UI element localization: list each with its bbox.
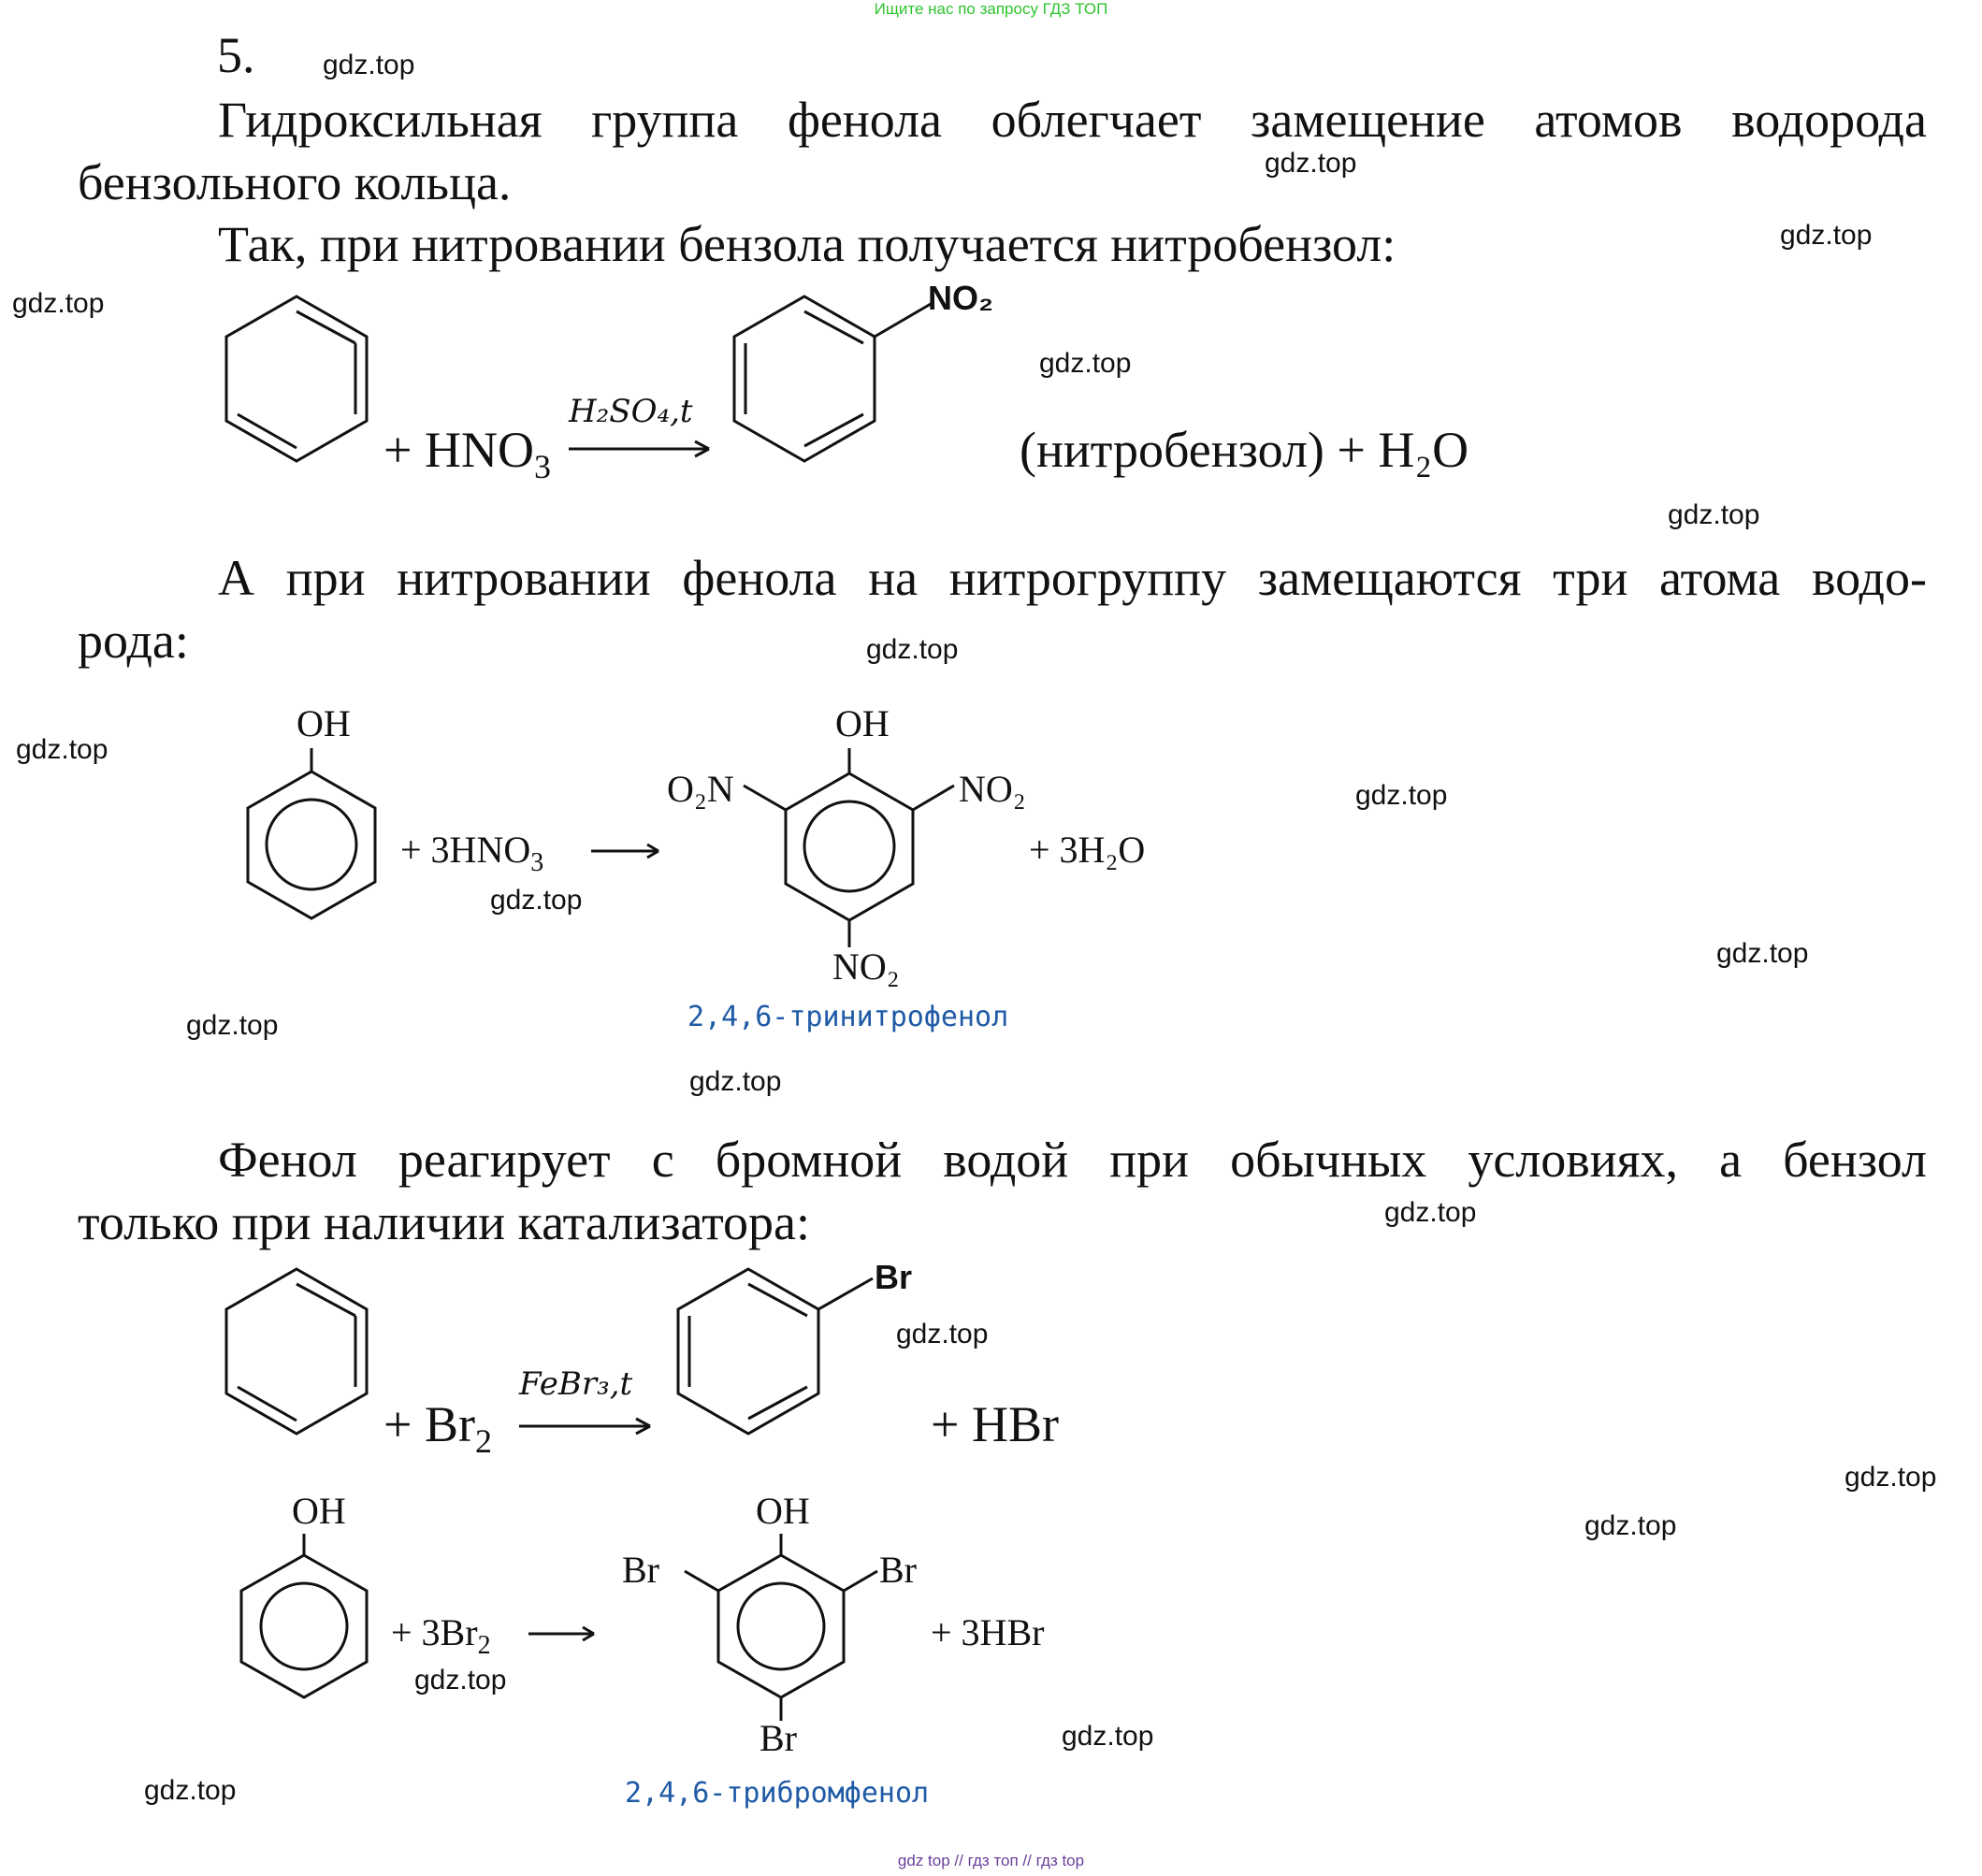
- watermark: gdz.top: [1265, 148, 1357, 179]
- watermark: gdz.top: [1384, 1197, 1477, 1228]
- paragraph-2-text: Так, при нитровании бензола получается н…: [218, 216, 1396, 272]
- phenol-ring-2: [239, 1534, 369, 1699]
- reaction-3-br-group: Br: [875, 1258, 913, 1296]
- reaction-4-reagent: + 3Br2: [391, 1611, 491, 1660]
- tribromophenol-ring: [684, 1534, 878, 1721]
- watermark: gdz.top: [12, 288, 105, 319]
- benzene-ring-1: [224, 295, 369, 463]
- watermark: gdz.top: [186, 1010, 279, 1041]
- reaction-4-phenol-oh: OH: [292, 1490, 346, 1532]
- watermark: gdz.top: [689, 1066, 782, 1097]
- watermark: gdz.top: [1062, 1721, 1154, 1752]
- nitrobenzene-ring: [732, 295, 932, 463]
- benzene-ring-2: [224, 1267, 369, 1436]
- reaction-2-no2-bottom: NO₂: [832, 945, 900, 988]
- reaction-2-tail: + 3H₂O: [1029, 829, 1146, 871]
- paragraph-4-line-2: только при наличии катализатора:: [78, 1194, 810, 1250]
- reaction-1-reagent: + HNO3: [383, 422, 551, 485]
- paragraph-2: Так, при нитровании бензола получается н…: [218, 213, 1396, 276]
- trinitrophenol-ring: [743, 748, 955, 947]
- bottom-banner[interactable]: gdz top // гдз топ // гдз top: [897, 1852, 1085, 1869]
- bromobenzene-ring: [676, 1267, 874, 1436]
- paragraph-1-line-1: Гидроксильная группа фенола облегчает за…: [218, 92, 1927, 148]
- paragraph-1: Гидроксильная группа фенола облегчает за…: [78, 89, 1927, 214]
- watermark: gdz.top: [866, 634, 959, 665]
- reaction-4-arrow: [528, 1625, 595, 1642]
- reaction-1-condition: H₂SO₄,t: [569, 393, 693, 430]
- trinitrophenol-caption: 2,4,6-тринитрофенол: [687, 1001, 1009, 1033]
- reaction-4-br-left: Br: [622, 1549, 659, 1591]
- paragraph-4-line-1: Фенол реагирует с бромной водой при обыч…: [218, 1132, 1927, 1188]
- reaction-2-reagent: + 3HNO3: [400, 829, 544, 877]
- paragraph-3: А при нитровании фенола на нитрогруппу з…: [78, 547, 1927, 672]
- watermark: gdz.top: [16, 734, 109, 765]
- watermark: gdz.top: [1845, 1462, 1937, 1493]
- reaction-3-arrow: [519, 1417, 651, 1436]
- tribromophenol-caption: 2,4,6-трибромфенол: [625, 1777, 930, 1810]
- watermark: gdz.top: [144, 1775, 237, 1806]
- paragraph-3-line-1: А при нитровании фенола на нитрогруппу з…: [218, 550, 1927, 606]
- reaction-4-product-oh: OH: [756, 1490, 810, 1532]
- watermark: gdz.top: [323, 50, 415, 80]
- reaction-1-arrow: [569, 440, 710, 458]
- watermark: gdz.top: [896, 1319, 989, 1349]
- watermark: gdz.top: [490, 885, 583, 916]
- reaction-2-arrow: [591, 843, 659, 859]
- reaction-3-tail: + HBr: [931, 1396, 1059, 1452]
- reaction-4-tail: + 3HBr: [931, 1611, 1045, 1653]
- paragraph-1-line-2: бензольного кольца.: [78, 154, 512, 210]
- watermark: gdz.top: [414, 1665, 507, 1696]
- watermark: gdz.top: [1716, 938, 1809, 969]
- reaction-4-br-right: Br: [879, 1549, 917, 1591]
- paragraph-3-line-2: рода:: [78, 613, 189, 669]
- watermark: gdz.top: [1039, 348, 1132, 379]
- phenol-ring-1: [246, 748, 377, 920]
- reaction-2-o2n-left: O₂N: [667, 768, 734, 810]
- reaction-2-product-oh: OH: [835, 702, 890, 744]
- reaction-3-condition: FeBr₃,t: [519, 1365, 633, 1403]
- reaction-4-br-bottom: Br: [760, 1717, 797, 1759]
- watermark: gdz.top: [1355, 780, 1448, 811]
- reaction-3-reagent: + Br2: [383, 1396, 492, 1460]
- watermark: gdz.top: [1584, 1510, 1677, 1541]
- top-banner[interactable]: Ищите нас по запросу ГДЗ ТОП: [874, 0, 1108, 18]
- reaction-2-no2-right: NO₂: [959, 768, 1026, 810]
- reaction-1-tail: (нитробензол) + H₂O: [1020, 422, 1469, 478]
- reaction-2-phenol-oh: OH: [297, 702, 351, 744]
- watermark: gdz.top: [1668, 499, 1760, 530]
- watermark: gdz.top: [1780, 220, 1873, 251]
- paragraph-4: Фенол реагирует с бромной водой при обыч…: [78, 1129, 1927, 1254]
- task-number: 5.: [217, 27, 255, 83]
- reaction-1-no2-group: NO₂: [928, 279, 993, 317]
